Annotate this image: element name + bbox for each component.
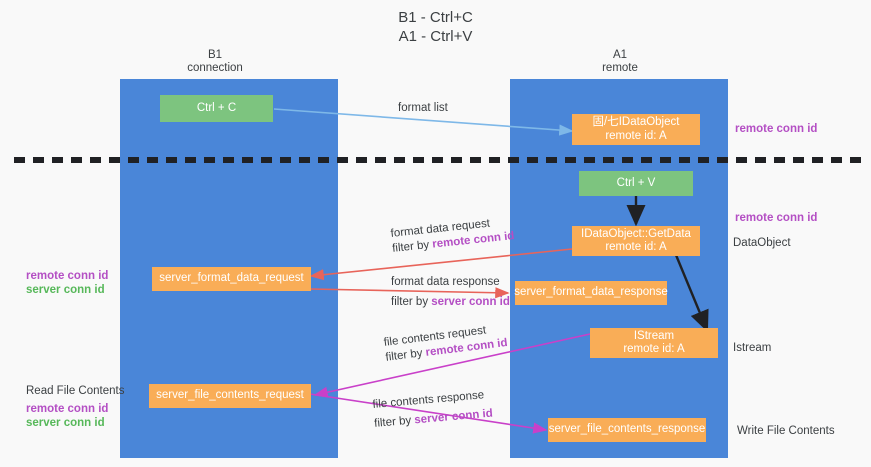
box-ctrl-c-label: Ctrl + C — [196, 101, 237, 114]
annotation-right-dataobject: DataObject — [733, 237, 791, 249]
title-line-2: A1 - Ctrl+V — [398, 28, 473, 45]
box-server-file-contents-request[interactable]: server_file_contents_request — [149, 384, 311, 408]
box-server-file-contents-request-label: server_file_contents_request — [156, 389, 304, 402]
box-server-format-data-response[interactable]: server_format_data_response — [514, 281, 668, 305]
annotation-left-server-conn-id-mid: server conn id — [26, 284, 105, 296]
box-istream-line2: remote id: A — [623, 343, 685, 355]
annotation-left-read-file-contents: Read File Contents — [26, 385, 125, 397]
box-server-file-contents-response-label: server_file_contents_response — [548, 423, 706, 436]
box-server-file-contents-response[interactable]: server_file_contents_response — [548, 418, 706, 442]
column-left-role: connection — [187, 62, 243, 74]
box-idataobject-line1: 固/七IDataObject — [592, 116, 680, 128]
label-format-data-request-group: format data request filter by remote con… — [390, 214, 515, 257]
box-istream-remote[interactable]: IStream remote id: A — [590, 328, 718, 358]
box-ctrl-v-label: Ctrl + V — [616, 176, 656, 189]
column-header-left: B1 connection — [150, 49, 280, 75]
box-server-format-data-response-label: server_format_data_response — [514, 286, 668, 299]
box-getdata-line2: remote id: A — [605, 241, 667, 253]
label-file-contents-response-group: file contents response filter by server … — [372, 388, 493, 432]
box-idataobject-getdata[interactable]: IDataObject::GetData remote id: A — [572, 226, 700, 256]
annotation-left-remote-conn-id-bottom: remote conn id — [26, 403, 109, 415]
box-idataobject-remote[interactable]: 固/七IDataObject remote id: A — [572, 114, 700, 145]
column-right-name: A1 — [612, 49, 628, 61]
column-right-role: remote — [602, 62, 638, 74]
annotation-right-istream: Istream — [733, 342, 772, 354]
label-file-contents-request-group: file contents request filter by remote c… — [383, 321, 508, 366]
label-format-data-response-group: format data response filter by server co… — [391, 275, 510, 310]
box-ctrl-v[interactable]: Ctrl + V — [579, 171, 693, 196]
title-line-1: B1 - Ctrl+C — [398, 9, 473, 26]
filter-key-server-conn-id: server conn id — [431, 296, 510, 308]
annotation-right-remote-conn-id-mid: remote conn id — [735, 212, 818, 224]
box-server-format-data-request-label: server_format_data_request — [159, 272, 304, 285]
diagram-title: B1 - Ctrl+C A1 - Ctrl+V — [0, 8, 871, 46]
label-format-data-response: format data response — [391, 276, 500, 288]
annotation-left-server-conn-id-bottom: server conn id — [26, 417, 105, 429]
annotation-right-remote-conn-id-top: remote conn id — [735, 123, 818, 135]
box-idataobject-line2: remote id: A — [605, 129, 667, 142]
box-ctrl-c[interactable]: Ctrl + C — [160, 95, 273, 122]
annotation-right-write-file-contents: Write File Contents — [737, 425, 835, 437]
column-header-right: A1 remote — [555, 49, 685, 75]
box-istream-line1: IStream — [633, 329, 675, 342]
box-getdata-line1: IDataObject::GetData — [581, 227, 691, 240]
filter-key-server-conn-id-2: server conn id — [413, 407, 494, 427]
label-format-data-response-filter: filter by server conn id — [391, 296, 510, 308]
label-format-list: format list — [398, 102, 448, 114]
box-server-format-data-request[interactable]: server_format_data_request — [152, 267, 311, 291]
annotation-left-remote-conn-id-mid: remote conn id — [26, 270, 109, 282]
column-left-name: B1 — [207, 49, 223, 61]
